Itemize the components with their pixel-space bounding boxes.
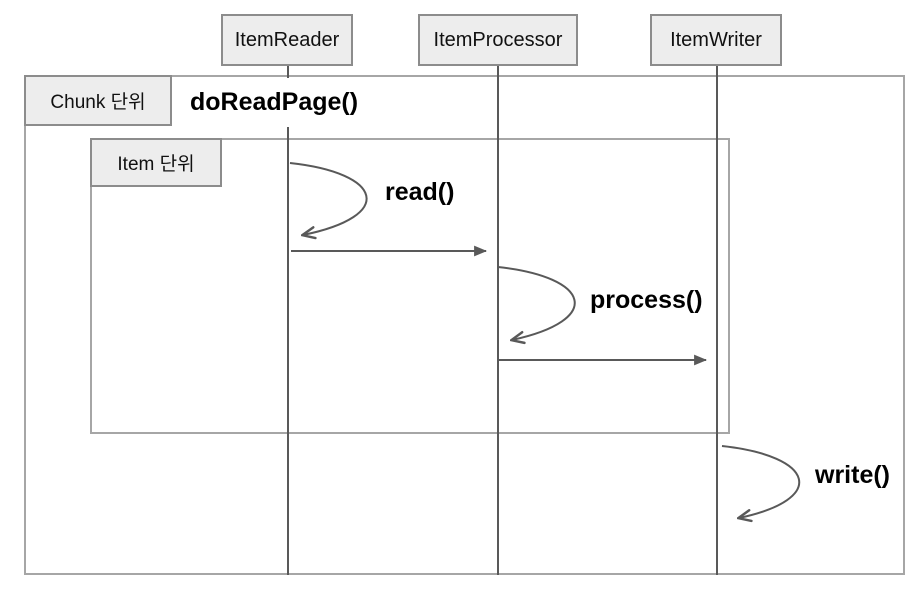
actor-label-itemreader: ItemReader [234,28,340,51]
doreadpage-label-text: doReadPage() [190,88,359,116]
actor-box-itemwriter: ItemWriter [650,14,782,66]
item-frame-label: Item 단위 [117,154,195,175]
item-frame-label-box: Item 단위 [90,138,222,187]
chunk-frame [24,75,905,575]
actor-label-itemprocessor: ItemProcessor [433,28,563,51]
self-call-read-arrow [289,162,368,235]
chunk-frame-label-box: Chunk 단위 [24,75,172,126]
doreadpage-operation-label: doReadPage() [178,78,380,127]
self-call-process-arrow [497,266,576,340]
actor-box-itemprocessor: ItemProcessor [418,14,578,66]
actor-box-itemreader: ItemReader [221,14,353,66]
actor-label-itemwriter: ItemWriter [670,28,762,51]
self-call-write-arrow [721,445,801,518]
item-frame [90,138,730,434]
write-message-label: write() [815,461,890,489]
process-message-label: process() [590,286,703,314]
read-message-label: read() [385,178,455,206]
chunk-frame-label: Chunk 단위 [50,92,146,113]
